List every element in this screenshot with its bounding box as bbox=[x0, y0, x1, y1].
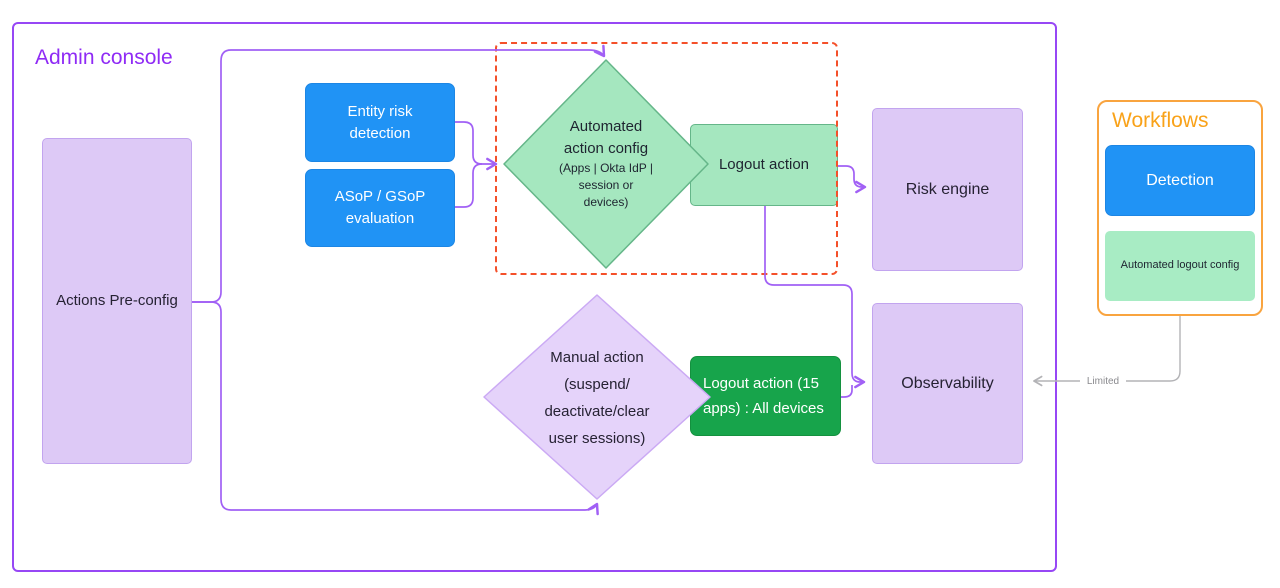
logout-action-label: Logout action bbox=[718, 156, 810, 174]
observability-node: Observability bbox=[872, 303, 1023, 464]
manual-action-diamond: Manual action (suspend/ deactivate/clear… bbox=[482, 293, 712, 501]
risk-engine-label: Risk engine bbox=[905, 180, 990, 198]
logout-15-apps-node: Logout action (15 apps) : All devices bbox=[690, 356, 841, 436]
observability-label: Observability bbox=[901, 374, 994, 392]
detection-label: Detection bbox=[1146, 171, 1214, 189]
actions-preconfig-node: Actions Pre-config bbox=[42, 138, 192, 464]
entity-risk-line2: detection bbox=[349, 124, 411, 142]
actions-preconfig-label: Actions Pre-config bbox=[56, 292, 178, 310]
logout-15-line2: apps) : All devices bbox=[703, 400, 824, 417]
logout-action-node: Logout action bbox=[690, 124, 838, 206]
entity-risk-line1: Entity risk bbox=[347, 102, 413, 120]
workflows-title: Workflows bbox=[1112, 109, 1209, 132]
entity-risk-detection-node: Entity risk detection bbox=[305, 83, 455, 162]
risk-engine-node: Risk engine bbox=[872, 108, 1023, 271]
automated-logout-config-label: Automated logout config bbox=[1120, 259, 1240, 272]
admin-console-title: Admin console bbox=[35, 46, 173, 69]
automated-action-config-label: Automated action config (Apps | Okta IdP… bbox=[558, 118, 654, 209]
manual-action-label: Manual action (suspend/ deactivate/clear… bbox=[544, 349, 650, 447]
asop-line1: ASoP / GSoP bbox=[334, 188, 426, 206]
logout-15-line1: Logout action (15 bbox=[703, 374, 819, 392]
detection-node: Detection bbox=[1105, 145, 1255, 216]
limited-label: Limited bbox=[1080, 374, 1126, 389]
automated-action-config-diamond: Automated action config (Apps | Okta IdP… bbox=[503, 59, 709, 269]
asop-gsop-evaluation-node: ASoP / GSoP evaluation bbox=[305, 169, 455, 247]
asop-line2: evaluation bbox=[345, 210, 415, 227]
automated-logout-config-node: Automated logout config bbox=[1105, 231, 1255, 301]
